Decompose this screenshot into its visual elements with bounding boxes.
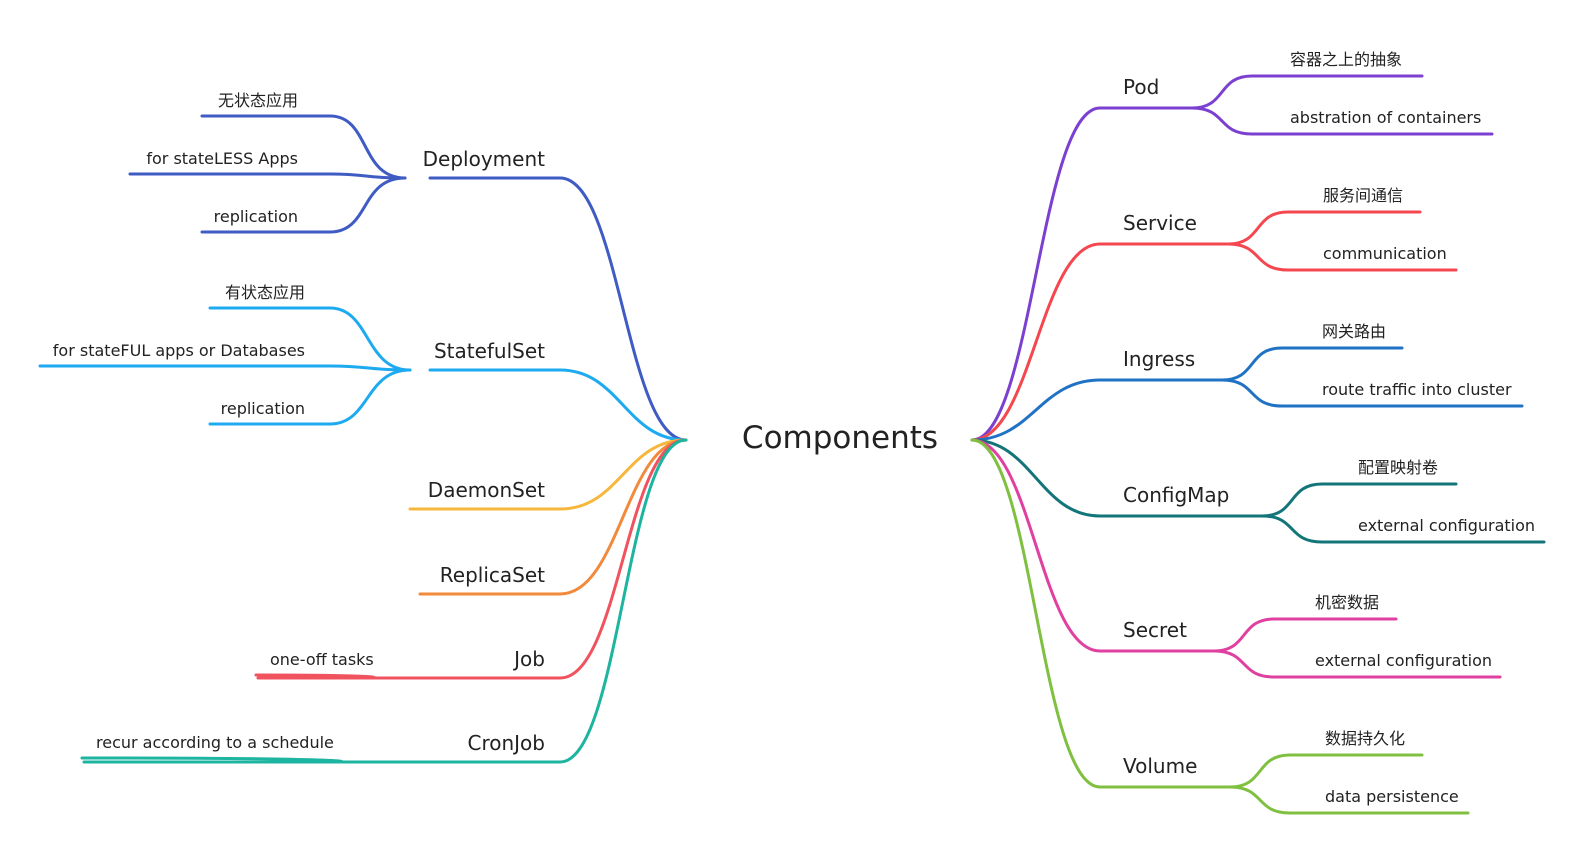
link-secret-child-0 (1212, 617, 1398, 653)
leaf-pod-child-1[interactable]: abstration of containers (1290, 108, 1481, 127)
link-daemonset (408, 438, 688, 511)
mindmap-links (38, 74, 1546, 815)
link-secret (970, 438, 1216, 653)
leaf-cronjob-child-0[interactable]: recur according to a schedule (96, 733, 334, 752)
link-pod (970, 106, 1194, 442)
link-volume-child-1 (1228, 785, 1470, 815)
leaf-job-child-0[interactable]: one-off tasks (270, 650, 374, 669)
leaf-ingress-child-0[interactable]: 网关路由 (1322, 322, 1386, 341)
branch-job-label[interactable]: Job (512, 647, 545, 671)
link-service-child-0 (1226, 210, 1422, 246)
link-volume (970, 438, 1232, 789)
link-ingress-child-0 (1220, 346, 1404, 382)
leaf-pod-child-0[interactable]: 容器之上的抽象 (1290, 50, 1402, 69)
leaf-volume-child-1[interactable]: data persistence (1325, 787, 1459, 806)
leaf-configmap-child-0[interactable]: 配置映射卷 (1358, 458, 1438, 477)
leaf-secret-child-0[interactable]: 机密数据 (1315, 593, 1379, 612)
branch-configmap-label[interactable]: ConfigMap (1123, 483, 1229, 507)
link-cronjob-child-0 (80, 756, 344, 764)
leaf-secret-child-1[interactable]: external configuration (1315, 651, 1492, 670)
link-volume-child-0 (1228, 753, 1424, 789)
leaf-deployment-child-0[interactable]: 无状态应用 (218, 91, 298, 110)
link-replicaset (418, 438, 688, 596)
leaf-deployment-child-2[interactable]: replication (214, 207, 298, 226)
branch-ingress-label[interactable]: Ingress (1123, 347, 1195, 371)
link-configmap (970, 438, 1264, 518)
link-service (970, 242, 1230, 442)
branch-daemonset-label[interactable]: DaemonSet (428, 478, 545, 502)
link-job-child-0 (254, 673, 376, 680)
link-deployment (428, 176, 688, 442)
mindmap-labels: Components Deployment 无状态应用 for stateLESS … (53, 50, 1535, 806)
branch-statefulset-label[interactable]: StatefulSet (434, 339, 545, 363)
link-deployment-child-0 (200, 114, 407, 180)
leaf-statefulset-child-1[interactable]: for stateFUL apps or Databases (53, 341, 305, 360)
link-pod-child-1 (1190, 106, 1494, 136)
branch-volume-label[interactable]: Volume (1123, 754, 1197, 778)
link-configmap-child-0 (1260, 482, 1458, 518)
branch-pod-label[interactable]: Pod (1123, 75, 1159, 99)
branch-secret-label[interactable]: Secret (1123, 618, 1187, 642)
link-service-child-1 (1226, 242, 1458, 272)
link-deployment-child-1 (128, 172, 407, 180)
link-statefulset (428, 368, 688, 442)
link-statefulset-child-2 (208, 368, 412, 426)
link-configmap-child-1 (1260, 514, 1546, 544)
link-statefulset-child-1 (38, 364, 412, 372)
leaf-service-child-1[interactable]: communication (1323, 244, 1447, 263)
link-job (256, 438, 688, 680)
branch-service-label[interactable]: Service (1123, 211, 1197, 235)
leaf-volume-child-0[interactable]: 数据持久化 (1325, 729, 1405, 748)
branch-replicaset-label[interactable]: ReplicaSet (440, 563, 545, 587)
leaf-statefulset-child-0[interactable]: 有状态应用 (225, 283, 305, 302)
root-node-label[interactable]: Components (742, 420, 938, 456)
leaf-service-child-0[interactable]: 服务间通信 (1323, 186, 1403, 205)
leaf-ingress-child-1[interactable]: route traffic into cluster (1322, 380, 1512, 399)
link-pod-child-0 (1190, 74, 1424, 110)
link-deployment-child-2 (200, 176, 407, 234)
link-ingress-child-1 (1220, 378, 1524, 408)
branch-deployment-label[interactable]: Deployment (423, 147, 545, 171)
branch-cronjob-label[interactable]: CronJob (468, 731, 546, 755)
leaf-configmap-child-1[interactable]: external configuration (1358, 516, 1535, 535)
leaf-statefulset-child-2[interactable]: replication (221, 399, 305, 418)
link-ingress (970, 378, 1224, 442)
leaf-deployment-child-1[interactable]: for stateLESS Apps (146, 149, 298, 168)
link-cronjob (82, 438, 688, 764)
link-statefulset-child-0 (208, 306, 412, 372)
link-secret-child-1 (1212, 649, 1502, 679)
